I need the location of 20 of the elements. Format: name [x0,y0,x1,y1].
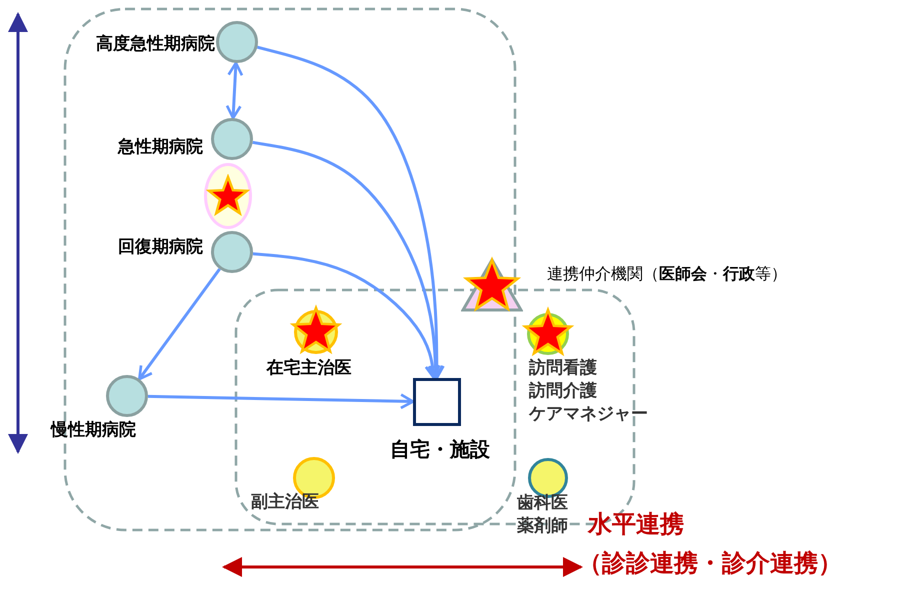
node-label: 訪問看護 [529,357,598,380]
node-label: 回復期病院 [117,236,203,259]
node-label: 訪問介護 [529,380,598,403]
node-label: 連携仲介機関（医師会・行政等） [547,263,788,285]
node-label: ケアマネジャー [529,403,649,426]
node-label: 副主治医 [251,491,320,514]
arrow [138,268,221,380]
node-label: 薬剤師 [517,515,569,538]
heading-label: （診診連携・診介連携） [578,548,842,579]
node-label: 自宅・施設 [389,438,491,461]
arrow [226,62,244,120]
heading-label: 水平連携 [588,509,684,540]
node-label: 慢性期病院 [51,419,137,442]
node-label: 高度急性期病院 [95,33,215,56]
arrow [148,393,414,410]
node-label: 歯科医 [517,492,569,515]
arrow [252,252,440,380]
node-label: 急性期病院 [116,136,203,159]
node-label: 在宅主治医 [265,357,352,380]
arrow [256,46,445,380]
